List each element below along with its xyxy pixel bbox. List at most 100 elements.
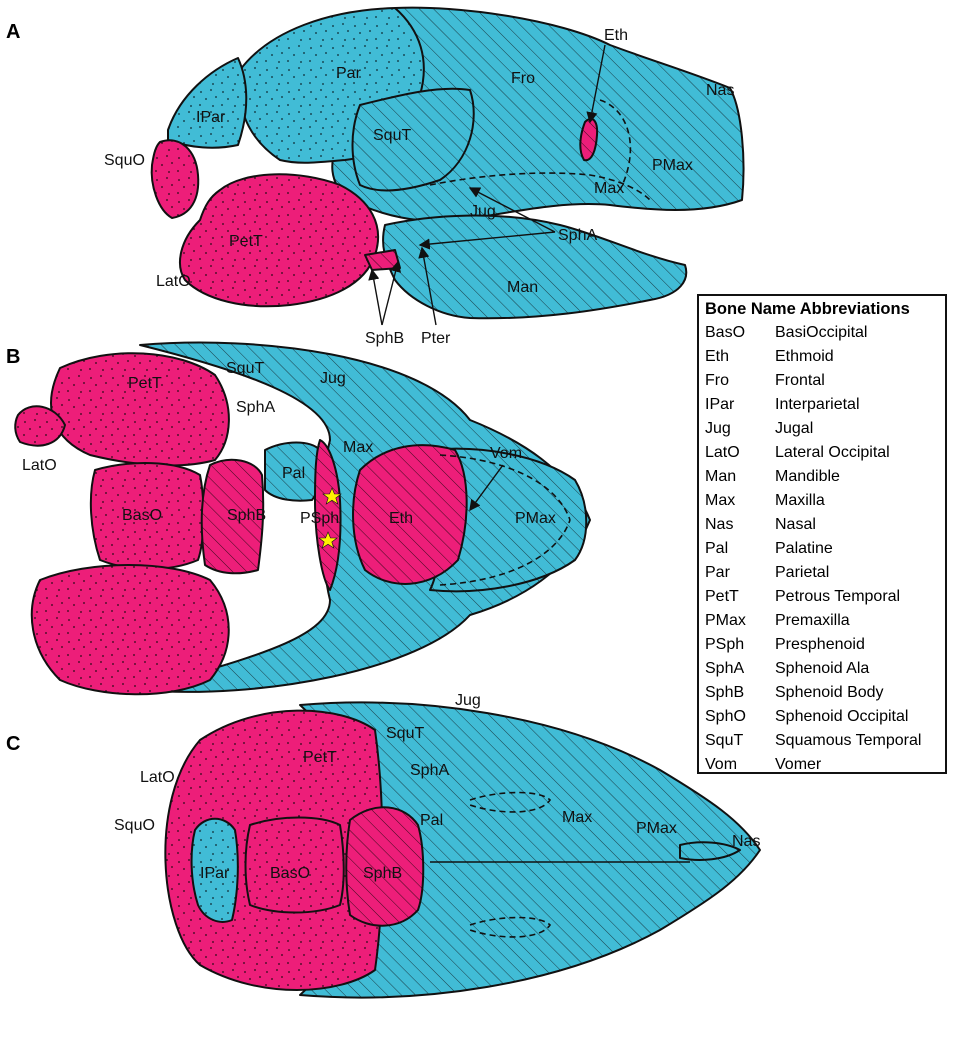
label-sphb-c: SphB [363, 865, 402, 882]
marker-star-b2 [318, 531, 338, 549]
legend-abbreviation: SphA [705, 660, 745, 677]
legend-abbreviation: SquT [705, 732, 744, 749]
bone-nasal-c [679, 841, 741, 861]
bone-mandible-a [382, 214, 688, 320]
legend-abbreviation: IPar [705, 396, 735, 413]
legend-bone-name: Presphenoid [775, 636, 865, 653]
label-squt-b: SquT [226, 360, 264, 377]
legend-row: SquT Squamous Temporal [705, 729, 939, 753]
bone-basioccipital-c [244, 816, 345, 914]
legend-bone-name: Ethmoid [775, 348, 834, 365]
legend-bone-name: Maxilla [775, 492, 825, 509]
panel-c: C Jug SquT PetT LatO SphA SquO Max Pal P… [6, 692, 761, 999]
label-psph-b: PSph [300, 510, 339, 527]
bone-lateral-occipital-b [14, 405, 66, 447]
bone-sphenoid-body-b [200, 458, 265, 575]
label-jug-a: Jug [470, 203, 496, 220]
label-sphb-b: SphB [227, 507, 266, 524]
bone-interparietal-c [190, 817, 239, 923]
legend-row: SphB Sphenoid Body [705, 681, 939, 705]
legend-abbreviation: SphB [705, 684, 745, 701]
label-jug-b: Jug [320, 370, 346, 387]
bone-ethmoid-b [352, 444, 468, 585]
label-squt-a: SquT [373, 127, 411, 144]
bone-petrous-temporal-b2 [30, 564, 230, 696]
legend-row: Nas Nasal [705, 513, 939, 537]
label-man-a: Man [507, 279, 538, 296]
legend-bone-name: Jugal [775, 420, 814, 437]
label-pmax-a: PMax [652, 157, 693, 174]
legend-bone-name: Sphenoid Body [775, 684, 884, 701]
legend-abbreviation: BasO [705, 324, 746, 341]
legend-abbreviation: PetT [705, 588, 739, 605]
legend-abbreviation: Par [705, 564, 730, 581]
bone-petrous-temporal-b1 [50, 352, 230, 467]
arrow-spha-a2 [418, 231, 556, 250]
label-spha-c: SphA [410, 762, 449, 779]
legend-abbreviation: Man [705, 468, 737, 485]
legend-bone-name: Mandible [775, 468, 840, 485]
label-pmax-c: PMax [636, 820, 677, 837]
label-max-c: Max [562, 809, 592, 826]
legend-abbreviation: LatO [705, 444, 740, 461]
suture-a2 [599, 99, 632, 191]
label-max-b: Max [343, 439, 373, 456]
legend-abbreviation: Nas [705, 516, 734, 533]
suture-c1 [469, 791, 552, 813]
legend-abbreviation: Eth [705, 348, 730, 365]
panel-a: A Eth Par Fro Nas IPar SquT SquO PM [6, 6, 745, 347]
bone-squamous-occipital-a [150, 139, 200, 219]
legend-bone-name: Squamous Temporal [775, 732, 922, 749]
legend-bone-name: Petrous Temporal [775, 588, 901, 605]
arrow-vom-b [469, 464, 504, 512]
label-eth-b: Eth [389, 510, 413, 527]
label-pett-b: PetT [128, 375, 162, 392]
label-squt-c: SquT [386, 725, 424, 742]
label-spha-b: SphA [236, 399, 275, 416]
legend-bone-name: Frontal [775, 372, 825, 389]
legend-abbreviation: PMax [705, 612, 746, 629]
arrow-spha-a1 [468, 187, 556, 233]
label-lato-b: LatO [22, 457, 57, 474]
legend-row: Man Mandible [705, 465, 939, 489]
label-pal-c: Pal [420, 812, 443, 829]
bone-basioccipital-b [89, 462, 205, 570]
label-baso-b: BasO [122, 507, 162, 524]
label-squo-a: SquO [104, 152, 145, 169]
legend-bone-name: Nasal [775, 516, 816, 533]
label-pter-a: Pter [421, 330, 451, 347]
arrow-pter-a [418, 246, 437, 326]
legend-bone-name: Palatine [775, 540, 833, 557]
suture-b2 [439, 519, 571, 586]
label-par-a: Par [336, 65, 362, 82]
arrow-sphb-a2 [381, 260, 402, 326]
label-nas-c: Nas [732, 833, 760, 850]
legend-bone-name: Sphenoid Ala [775, 660, 870, 677]
label-ipar-a: IPar [196, 109, 226, 126]
label-max-a: Max [594, 180, 624, 197]
label-pmax-b: PMax [515, 510, 556, 527]
label-sphb-a: SphB [365, 330, 404, 347]
panel-b-letter: B [6, 346, 20, 368]
legend-row: Eth Ethmoid [705, 345, 939, 369]
bone-interparietal-a [167, 57, 248, 149]
label-lato-a: LatO [156, 273, 191, 290]
label-jug-c: Jug [455, 692, 481, 709]
panel-a-letter: A [6, 21, 20, 43]
legend-abbreviation: Max [705, 492, 736, 509]
legend-bone-name: Vomer [775, 756, 822, 773]
label-pett-c: PetT [303, 749, 337, 766]
label-pett-a: PetT [229, 233, 263, 250]
